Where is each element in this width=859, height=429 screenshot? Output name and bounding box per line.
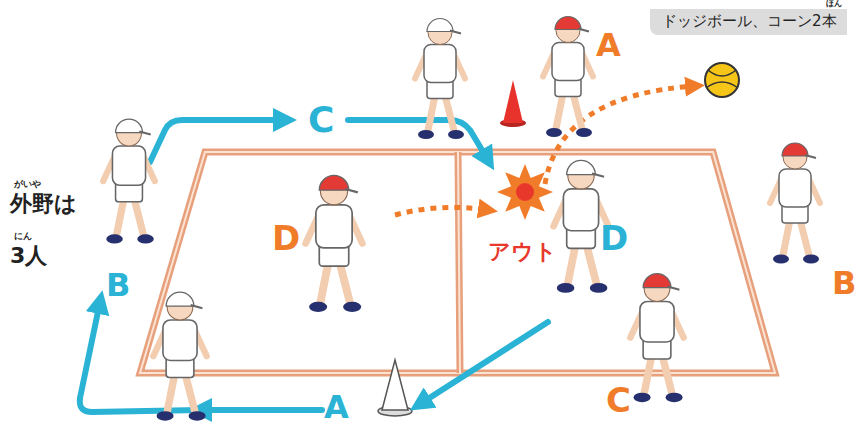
ball-path: [395, 207, 488, 215]
white-cone: [378, 360, 412, 416]
materials-note: ドッジボール、コーン2本: [650, 9, 847, 35]
note-text: 外野は: [10, 192, 77, 216]
player: [543, 17, 593, 138]
furigana: ほん: [826, 0, 842, 9]
player-letter: C: [606, 382, 631, 419]
hit-burst: [497, 164, 553, 220]
player-letter: B: [832, 266, 856, 301]
players: [103, 17, 820, 421]
court-outline: [140, 152, 775, 373]
burst-core: [516, 183, 534, 201]
red-cone: [500, 80, 526, 127]
player: [306, 175, 363, 312]
rotation-letter: A: [324, 390, 349, 425]
court-outline-inner: [140, 152, 775, 373]
cone-body: [503, 80, 523, 123]
center-line: [458, 152, 460, 373]
out-label: アウト: [488, 240, 557, 264]
player: [153, 292, 206, 421]
rotation-arrow: [420, 322, 548, 404]
player: [630, 274, 683, 403]
rotation-arrows: [80, 120, 548, 412]
player-letter: D: [272, 220, 300, 257]
rotation-arrow: [200, 407, 322, 413]
ball-paths: [395, 86, 695, 215]
furigana: がいや: [14, 180, 41, 190]
rotation-arrow: [348, 120, 488, 160]
rotation-letter: C: [308, 100, 334, 140]
burst: [497, 164, 553, 220]
player-letter: A: [596, 28, 621, 63]
rotation-arrow: [150, 120, 285, 162]
player: [103, 119, 155, 244]
player: [770, 143, 820, 264]
ball: [705, 63, 739, 97]
rotation-letter: D: [600, 220, 628, 257]
player: [415, 19, 465, 140]
ball-seam: [706, 70, 738, 88]
court: [140, 152, 775, 373]
ball-body: [705, 63, 739, 97]
cone-body: [382, 360, 408, 410]
center-line-inner: [458, 152, 460, 373]
furigana: にん: [14, 232, 32, 242]
rotation-letter: B: [106, 268, 130, 303]
note-text: 3人: [10, 244, 47, 268]
